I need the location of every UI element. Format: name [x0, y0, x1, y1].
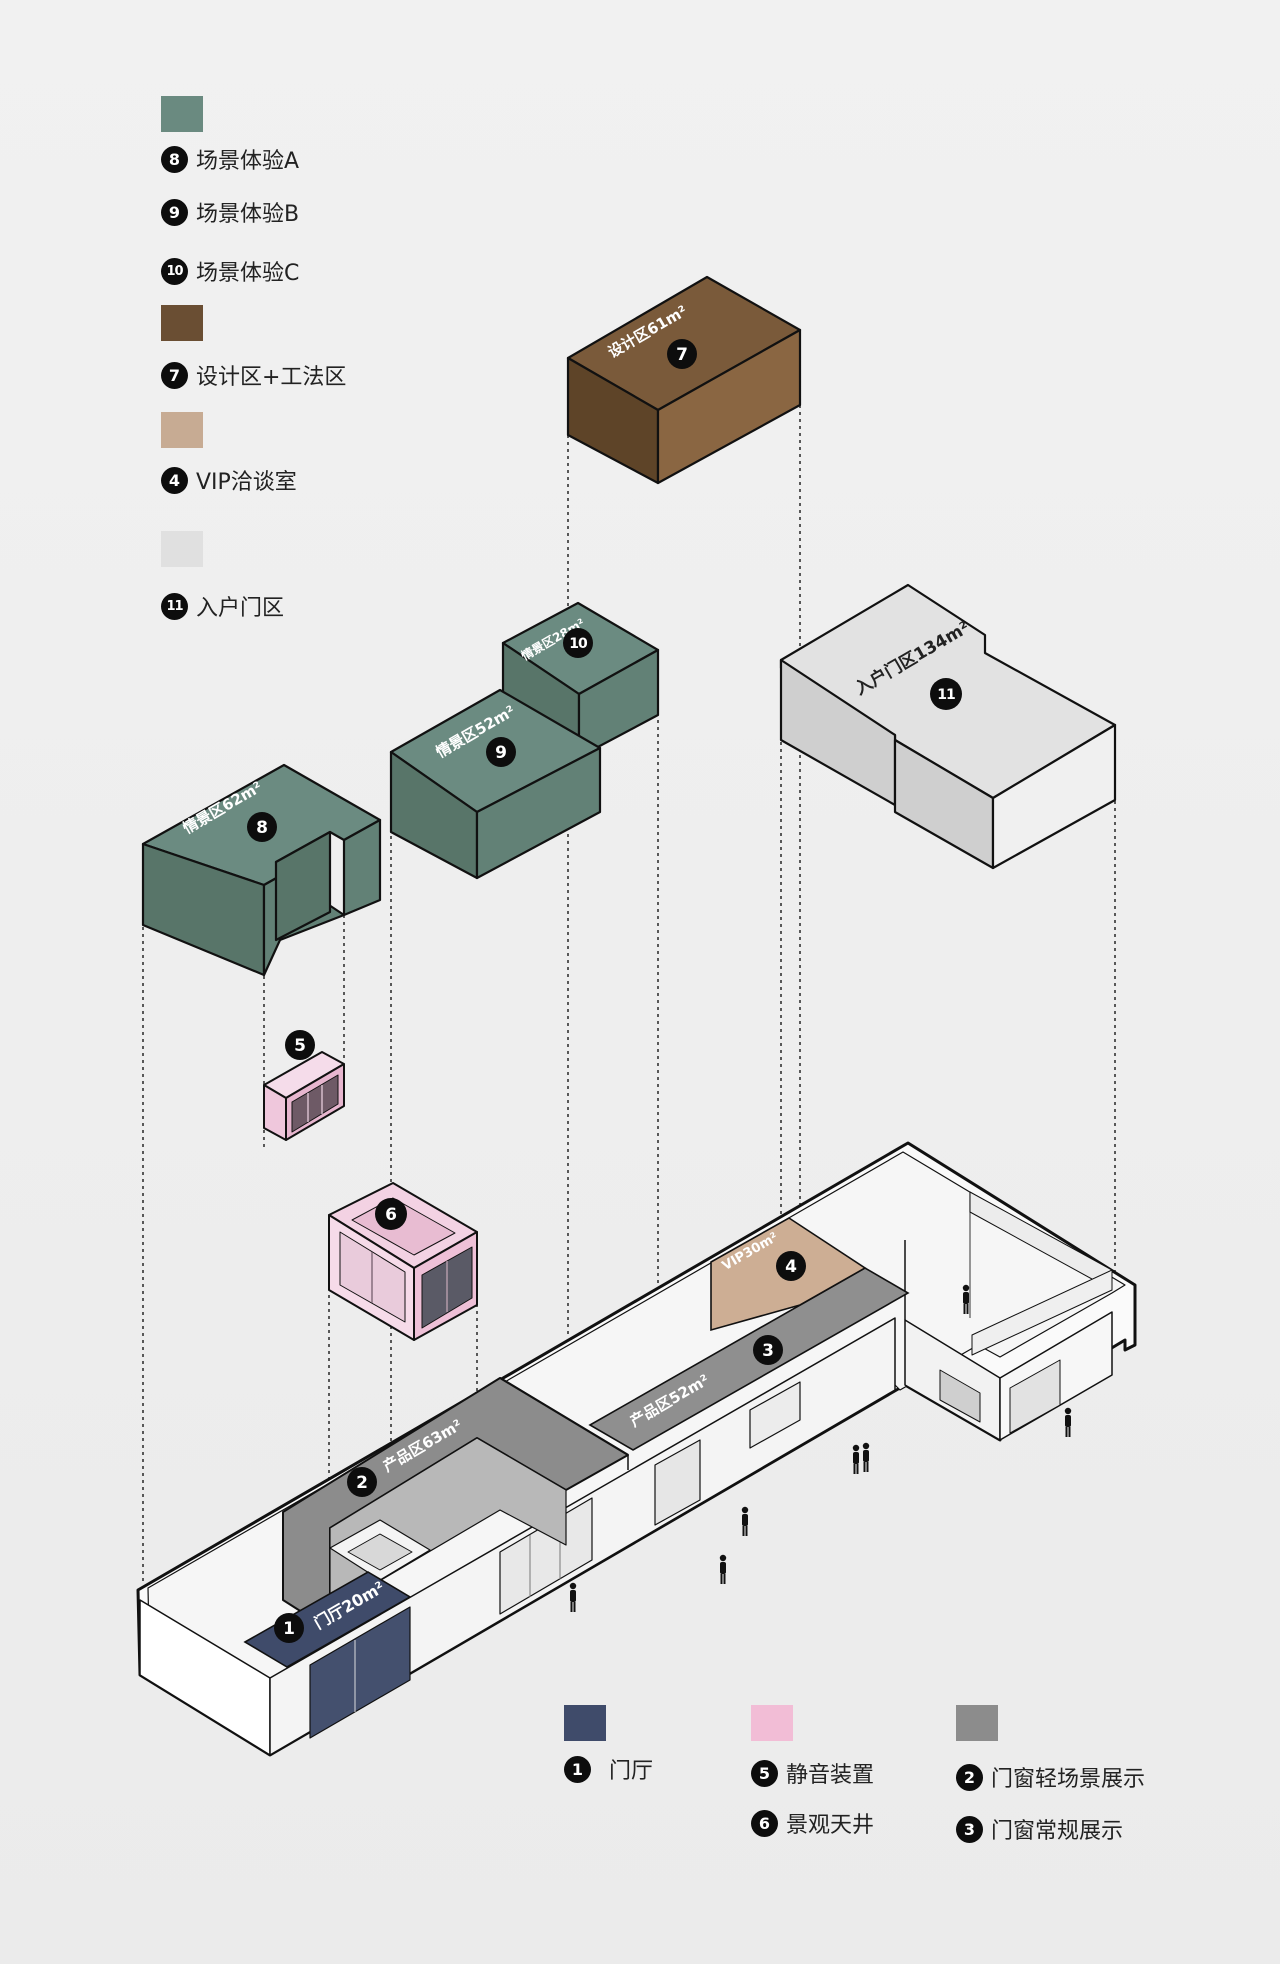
- person-figure: [962, 1284, 970, 1314]
- zone-1-number: 1: [283, 1619, 295, 1639]
- zone-8-badge: 8: [247, 812, 277, 842]
- zone-3-product-strip: [588, 1267, 910, 1451]
- zone-7-badge: 7: [667, 339, 697, 369]
- zone-4-number: 4: [785, 1257, 797, 1277]
- person-figure: [1064, 1407, 1072, 1437]
- zone-3-badge: 3: [753, 1335, 783, 1365]
- people-silhouettes: [569, 1284, 1072, 1612]
- zone-5-silent-cabin: [263, 1051, 345, 1141]
- zone-3-number: 3: [762, 1341, 774, 1361]
- zone-10-badge: 10: [563, 628, 593, 658]
- zone-9-badge: 9: [486, 737, 516, 767]
- zone-2-badge: 2: [347, 1467, 377, 1497]
- zone-6-number: 6: [385, 1205, 397, 1225]
- person-figure: [852, 1444, 860, 1474]
- person-figure: [569, 1582, 577, 1612]
- zone-2-product-area: [282, 1377, 629, 1631]
- zone-9-number: 9: [495, 743, 507, 763]
- zone-5-badge: 5: [285, 1030, 315, 1060]
- zone-1-badge: 1: [274, 1613, 304, 1643]
- zone-11-number: 11: [937, 687, 955, 703]
- zone-11-badge: 11: [930, 678, 962, 710]
- zone-4-badge: 4: [776, 1251, 806, 1281]
- person-figure: [741, 1506, 749, 1536]
- zone-8-scene-box: [141, 763, 382, 977]
- zone-1-lobby: [243, 1571, 412, 1668]
- zone-7-number: 7: [676, 345, 688, 365]
- projection-lines: [142, 370, 1116, 1610]
- person-figure: [862, 1442, 870, 1472]
- zone-6-badge: 6: [375, 1198, 407, 1230]
- zone-10-number: 10: [569, 636, 588, 652]
- zone-2-number: 2: [356, 1473, 368, 1493]
- person-figure: [719, 1554, 727, 1584]
- zone-5-number: 5: [294, 1036, 306, 1056]
- zone-8-number: 8: [256, 818, 268, 838]
